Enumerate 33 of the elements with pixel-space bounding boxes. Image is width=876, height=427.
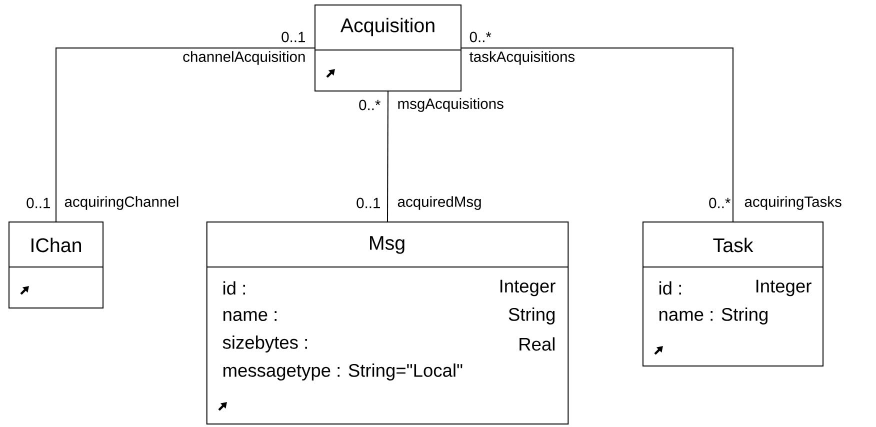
attribute-text: id : (224, 281, 245, 295)
attribute-text: Real (520, 337, 554, 351)
class-name: Task (713, 238, 754, 252)
attribute-text: name : String (660, 307, 768, 324)
attribute-text: id : (660, 281, 681, 295)
class-box (314, 4, 462, 92)
association-line (461, 48, 734, 222)
class-name: IChan (32, 238, 81, 252)
multiplicity-label: 0..* (709, 198, 730, 208)
multiplicity-label: 0..1 (282, 32, 305, 42)
role-label: taskAcquisitions (470, 51, 575, 65)
role-label: acquiringChannel (64, 196, 178, 210)
class-box (206, 221, 569, 425)
multiplicity-label: 0..1 (356, 198, 380, 208)
class-box (8, 222, 104, 308)
attribute-text: sizebytes : (222, 335, 307, 352)
multiplicity-label: 0..* (470, 32, 492, 42)
role-label: acquiringTasks (744, 196, 842, 210)
association-line (56, 48, 315, 222)
multiplicity-label: 0..1 (26, 198, 50, 208)
class-name: Msg (370, 236, 404, 254)
attribute-text: Integer (500, 280, 556, 296)
attribute-text: name : (224, 310, 276, 321)
role-label: acquiredMsg (398, 196, 481, 210)
attribute-text: String (508, 307, 555, 324)
attribute-text: Integer (756, 280, 812, 296)
association-line (387, 91, 388, 222)
attribute-text: messagetype : String="Local" (224, 363, 462, 380)
role-label: channelAcquisition (183, 51, 305, 65)
role-label: msgAcquisitions (398, 98, 504, 112)
class-box (642, 221, 824, 366)
class-name: Acquisition (340, 18, 434, 36)
multiplicity-label: 0..* (359, 100, 380, 110)
